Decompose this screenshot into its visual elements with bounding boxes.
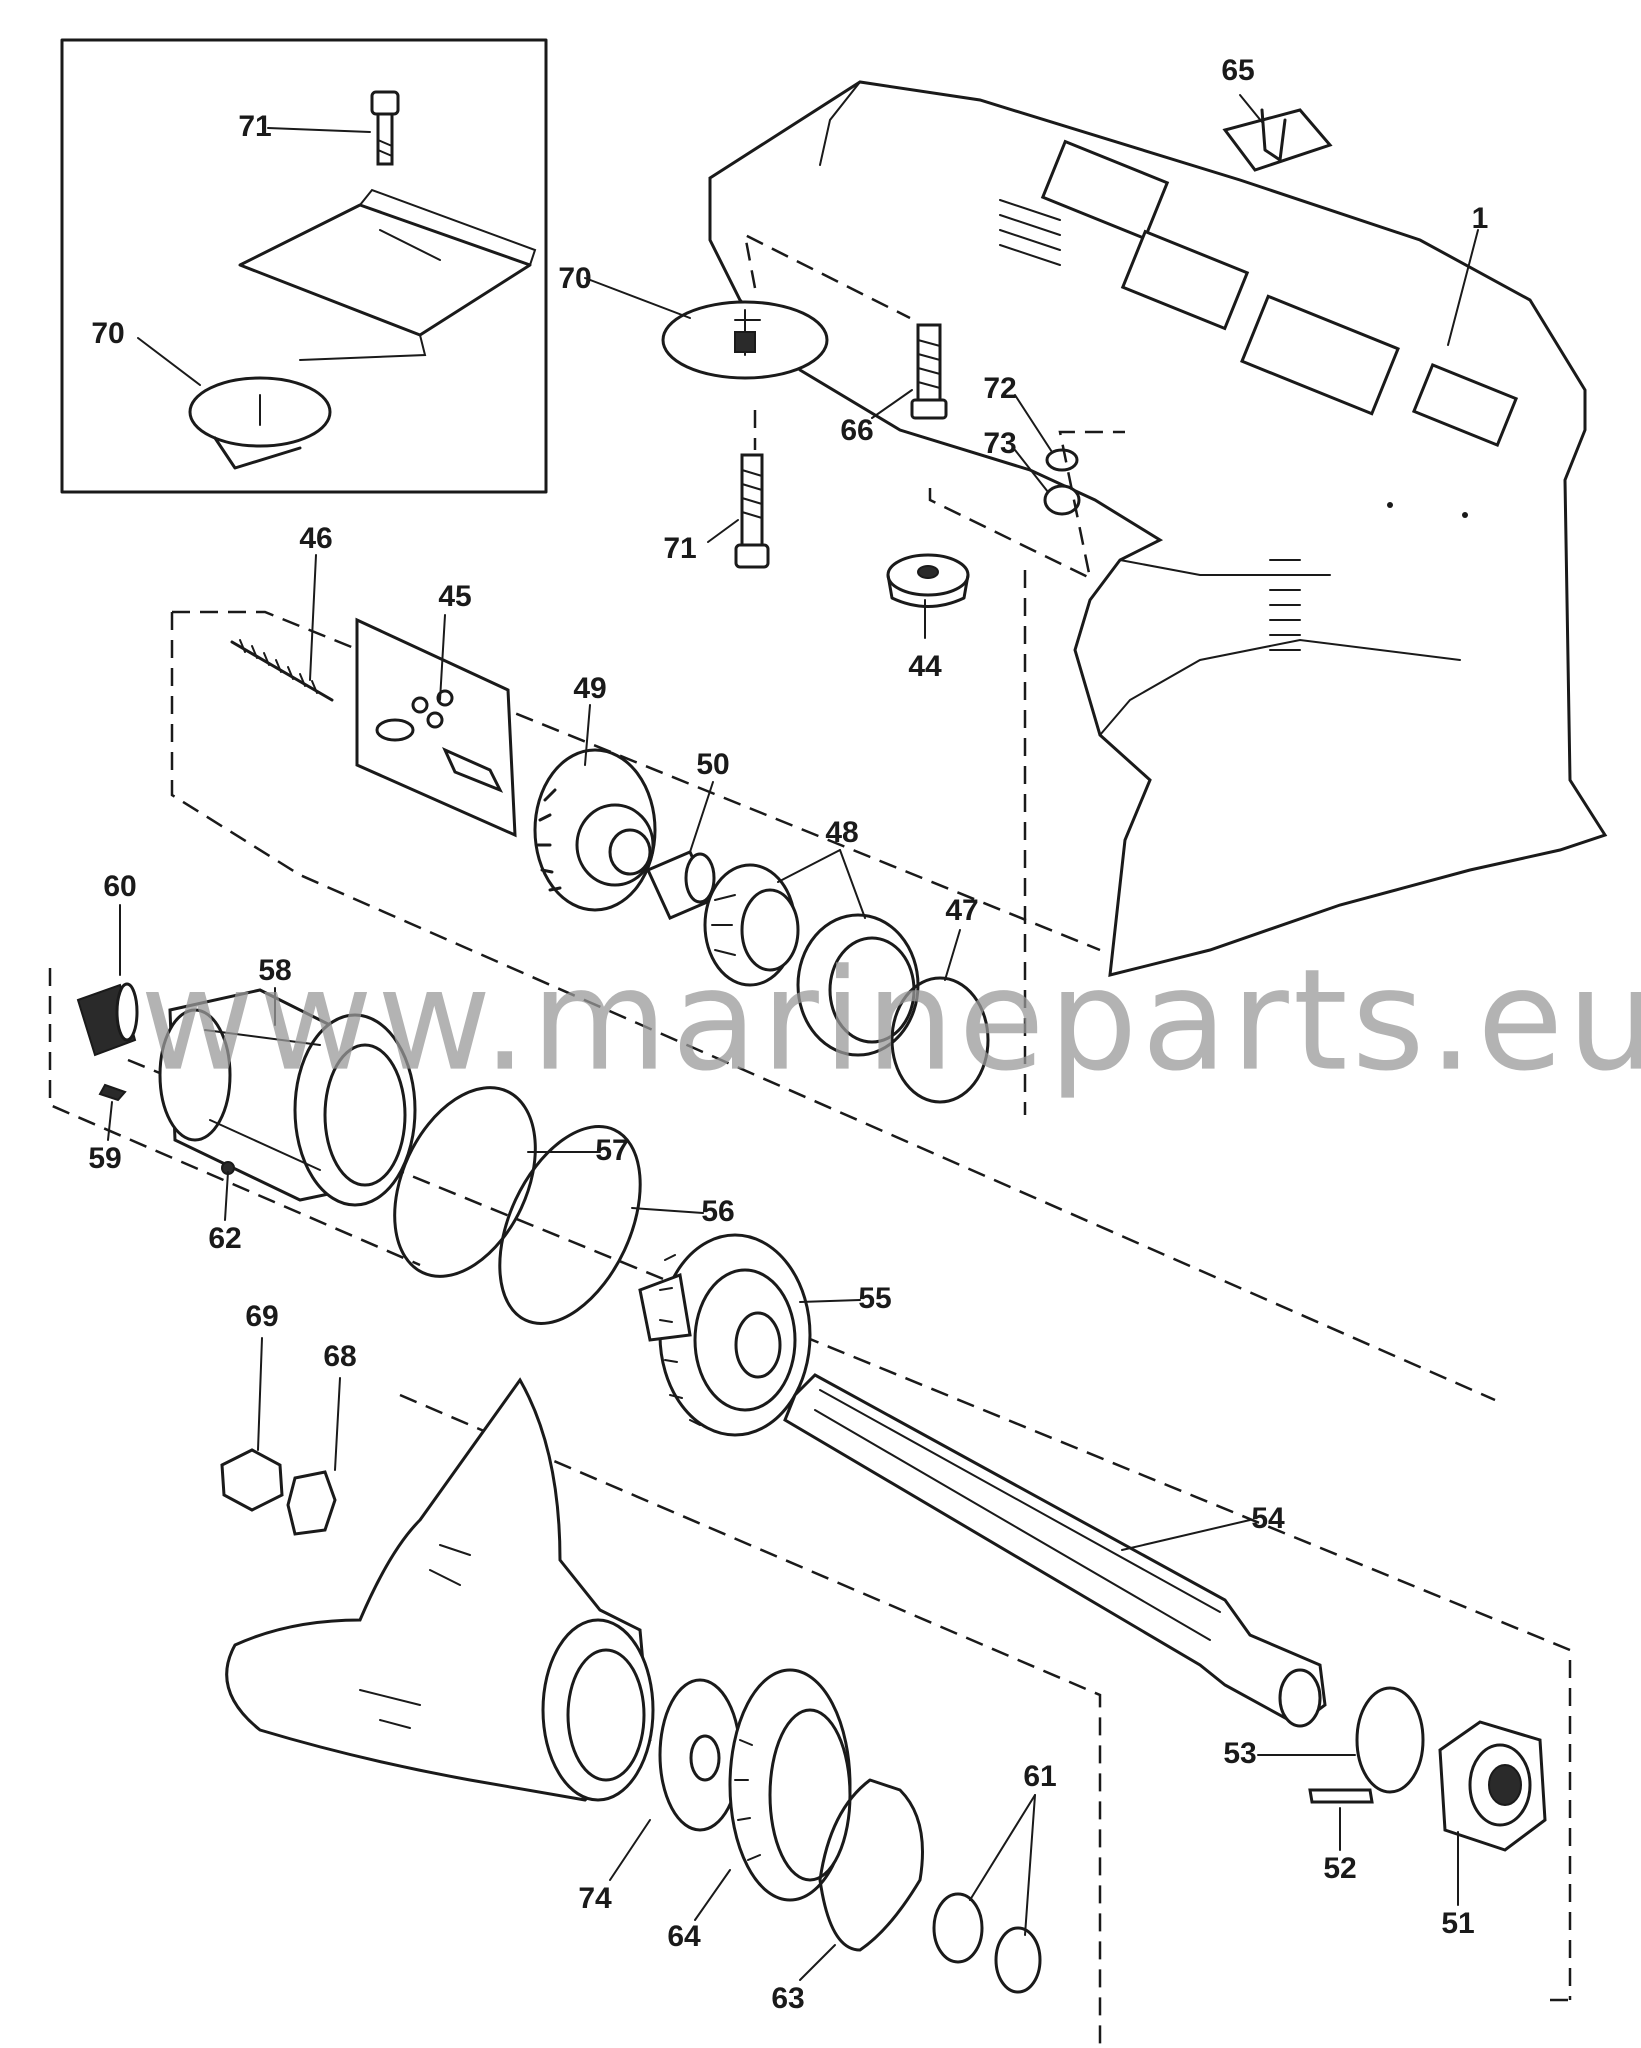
callout-63: 63 [771,1982,804,2015]
part-73-nut [1043,484,1081,516]
callout-51: 51 [1441,1907,1474,1940]
callout-50: 50 [696,748,729,781]
callout-48: 48 [825,816,858,849]
part-66-bolt [910,323,948,420]
callout-49: 49 [573,672,606,705]
part-70-trim-tab [661,300,829,380]
callout-71-inset: 71 [238,110,271,143]
callout-62: 62 [208,1222,241,1255]
callout-74: 74 [578,1882,612,1915]
callout-53: 53 [1223,1737,1256,1770]
callout-1: 1 [1472,202,1489,235]
callout-55: 55 [858,1282,891,1315]
callout-66: 66 [840,414,873,447]
part-58-bearing-carrier [158,988,417,1207]
part-49-pinion-gear [533,748,657,912]
part-57-o-ring [393,1086,537,1278]
part-68-tab-washer [286,1470,337,1536]
callout-69: 69 [245,1300,278,1333]
callout-44: 44 [908,650,942,683]
callout-60: 60 [103,870,136,903]
assembly-guides [48,232,1572,2048]
callout-65: 65 [1221,54,1254,87]
gear-housing [708,80,1608,977]
callout-73: 73 [983,427,1016,460]
callout-56: 56 [701,1195,734,1228]
callout-46: 46 [299,522,332,555]
part-51-clutch [1438,1720,1547,1852]
callout-59: 59 [88,1142,121,1175]
callout-47: 47 [945,894,978,927]
part-50-needle-bearing [645,850,716,920]
callout-64: 64 [667,1920,701,1953]
part-60-bushing [76,982,139,1057]
propeller [225,1377,655,1802]
part-44-bushing [886,553,970,608]
inset-detail [60,38,548,494]
callout-45: 45 [438,580,471,613]
callout-70-inset: 70 [91,317,124,350]
callout-labels: 1 65 71 70 70 66 71 72 73 44 46 45 49 50… [88,54,1488,2015]
part-48-tapered-bearing [703,863,920,1057]
callout-70: 70 [558,262,591,295]
part-61-seal-b [994,1926,1042,1994]
part-53-ring [1355,1686,1425,1794]
part-61-seal-a [932,1892,984,1964]
part-74-spacer [658,1678,742,1832]
part-64-thrust-bearing [728,1668,852,1902]
callout-68: 68 [323,1340,356,1373]
part-52-pin [1308,1788,1374,1804]
part-72-washer [1045,448,1079,472]
callout-71: 71 [663,532,696,565]
callout-72: 72 [983,372,1016,405]
part-71-bolt [734,453,770,569]
callout-54: 54 [1251,1502,1285,1535]
leader-lines [107,94,1479,1981]
callout-58: 58 [258,954,291,987]
part-63-lock-washer [818,1778,924,1952]
callout-52: 52 [1323,1852,1356,1885]
part-56-thrust-washer [498,1125,642,1325]
part-55-forward-gear [638,1233,812,1437]
callout-61: 61 [1023,1760,1056,1793]
part-45-kit-card [355,617,517,838]
callout-57: 57 [595,1134,628,1167]
part-69-prop-nut [220,1448,284,1512]
watermark-text: www.marineparts.eu [140,940,1641,1103]
part-54-propeller-shaft [783,1373,1327,1728]
part-65-clip [1222,108,1333,172]
part-47-shim [890,976,990,1104]
part-59-key [98,1083,127,1102]
part-46-pin [230,639,334,702]
